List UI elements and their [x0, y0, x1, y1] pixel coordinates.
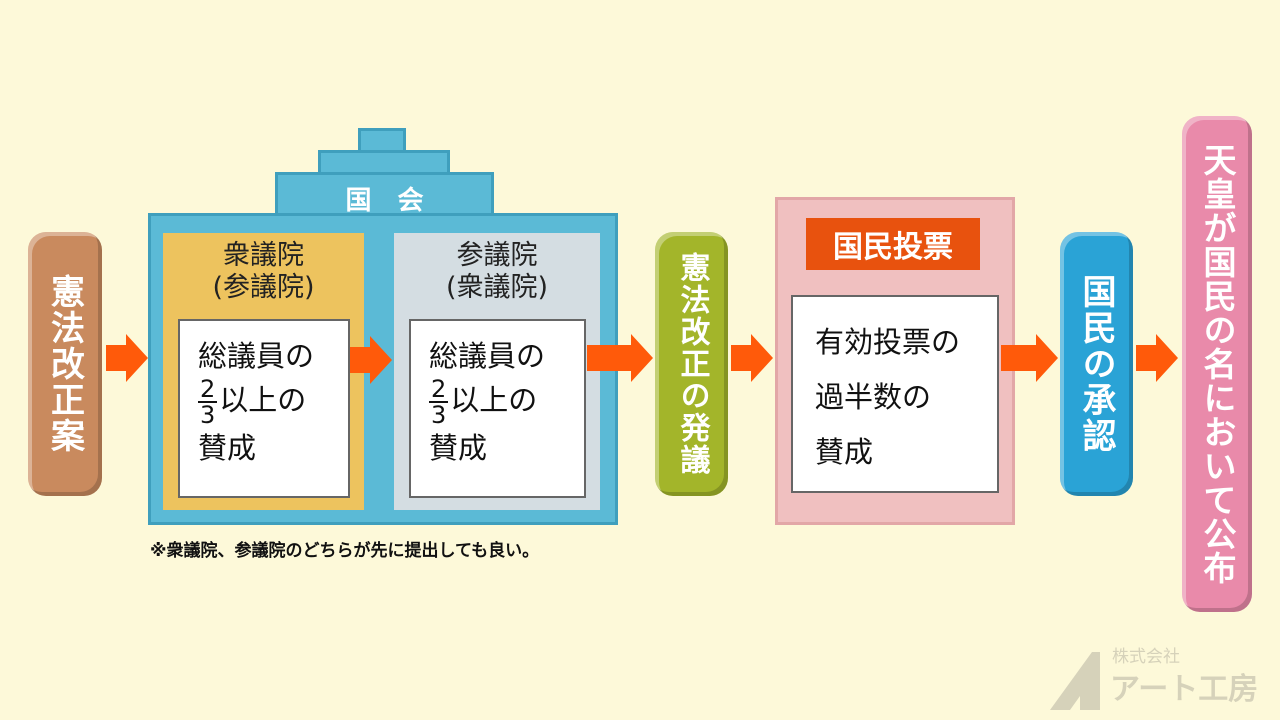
initiative-pill: 憲法改正の発議 — [655, 232, 728, 496]
referendum-title: 国民投票 — [806, 218, 980, 270]
requirement-line3: 賛成 — [429, 431, 488, 466]
logo-mark-icon — [1050, 652, 1100, 710]
second-house-name: 参議院 — [456, 240, 538, 271]
company-logo: 株式会社 アート工房 — [1050, 640, 1270, 710]
proposal-label: 憲法改正案 — [44, 274, 85, 454]
referendum-requirement: 有効投票の 過半数の 賛成 — [791, 295, 999, 493]
promulgation-label: 天皇が国民の名において公布 — [1198, 143, 1237, 585]
referendum-line2: 過半数の — [815, 380, 932, 415]
approval-pill: 国民の承認 — [1060, 232, 1133, 496]
initiative-label: 憲法改正の発議 — [674, 252, 710, 476]
logo-name: アート工房 — [1110, 672, 1259, 707]
referendum-line1: 有効投票の — [815, 325, 961, 359]
requirement-line1: 総議員の — [198, 339, 315, 373]
requirement-line1: 総議員の — [429, 339, 546, 373]
requirement-line3: 賛成 — [198, 431, 257, 466]
requirement-line2: 以上の — [219, 383, 307, 418]
first-house-alt: (参議院) — [212, 272, 315, 304]
note: ※衆議院、参議院のどちらが先に提出しても良い。 — [150, 541, 540, 561]
first-house-name: 衆議院 — [223, 240, 304, 271]
approval-label: 国民の承認 — [1076, 274, 1116, 454]
diet-title: 国 会 — [345, 186, 424, 216]
promulgation-pill: 天皇が国民の名において公布 — [1182, 116, 1252, 612]
logo-company-type: 株式会社 — [1112, 647, 1180, 667]
proposal-pill: 憲法改正案 — [28, 232, 102, 496]
requirement-line2: 以上の — [450, 383, 538, 418]
second-house-alt: (衆議院) — [445, 272, 549, 304]
referendum-line3: 賛成 — [815, 435, 874, 470]
